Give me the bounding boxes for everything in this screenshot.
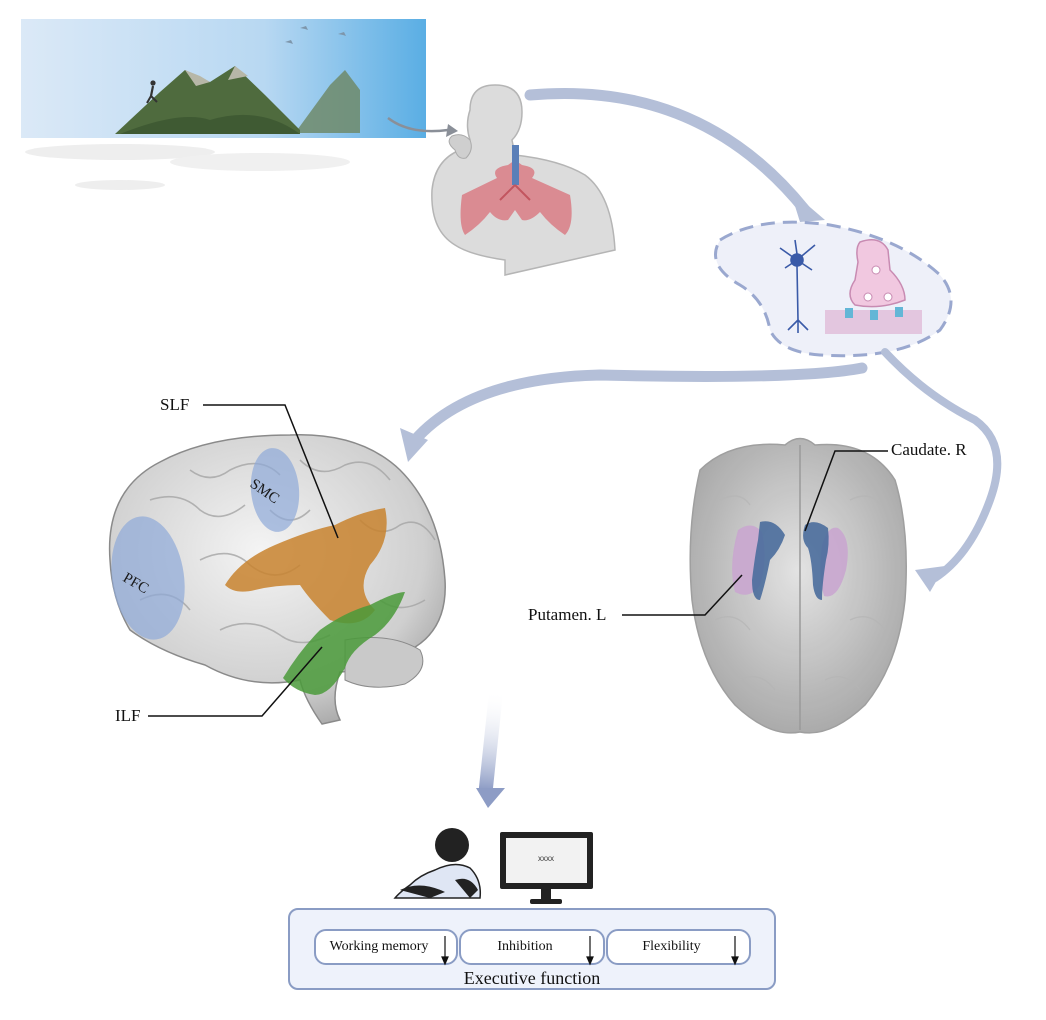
high-altitude-scene	[21, 19, 426, 190]
caudate-leader	[804, 450, 888, 532]
flexibility-box: Flexibility	[606, 929, 751, 965]
smc-region	[250, 448, 300, 532]
person-head	[435, 828, 469, 862]
monitor-screen-text: xxxx	[538, 854, 554, 863]
arrow-person-to-synapse	[524, 87, 811, 216]
arrow-synapse-to-striatum	[881, 348, 1002, 582]
ilf-tract	[283, 592, 405, 695]
cortex-brain-lateral	[108, 434, 446, 725]
slf-leader	[203, 404, 339, 539]
neuron-icon	[779, 239, 816, 333]
inhibition-label: Inhibition	[497, 939, 553, 954]
inhibition-box: Inhibition	[459, 929, 605, 965]
synapse-icon	[825, 239, 922, 334]
putamen-leader	[622, 574, 743, 616]
slf-label: SLF	[160, 395, 190, 414]
cerebellum	[344, 637, 424, 688]
working-memory-box: Working memory	[314, 929, 458, 965]
caudate-left	[752, 521, 785, 600]
executive-function-title: Executive function	[463, 968, 601, 988]
ilf-leader	[148, 646, 323, 717]
hiker-icon	[146, 80, 158, 104]
working-memory-label: Working memory	[329, 939, 429, 954]
putamen-l-label: Putamen. L	[528, 605, 607, 624]
caudate-r-label: Caudate. R	[891, 440, 967, 459]
striatum-brain-axial	[689, 437, 907, 734]
arrow-brain-to-function	[478, 689, 504, 791]
birds-icon	[285, 26, 346, 44]
flexibility-label: Flexibility	[642, 939, 701, 954]
leader-lines	[148, 404, 888, 717]
slf-tract	[225, 508, 387, 624]
ilf-label: ILF	[115, 706, 141, 725]
arrow-synapse-to-cortex	[409, 362, 868, 446]
caudate-right	[803, 522, 829, 600]
arrow-scene-to-person	[387, 117, 449, 133]
person-at-computer-illustration	[393, 828, 593, 904]
neuron-synapse-bubble	[714, 220, 953, 358]
pfc-region	[111, 516, 185, 640]
person-lungs-illustration	[431, 84, 616, 276]
